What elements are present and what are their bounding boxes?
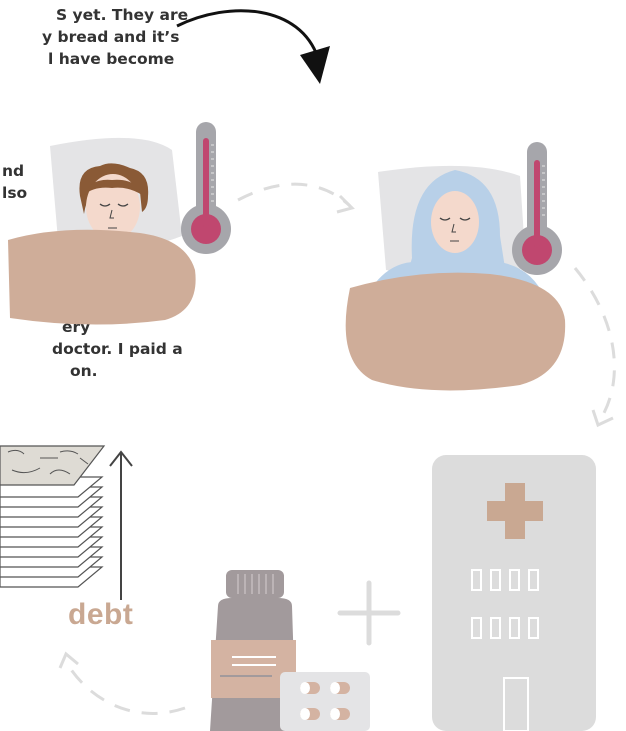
plus-icon [340, 583, 398, 643]
blanket [346, 273, 566, 391]
debt-stack-icon [0, 446, 104, 587]
debt-label: debt [68, 598, 133, 632]
dashed-cycle-arrow-icon [575, 268, 614, 420]
thermometer-icon [181, 122, 231, 254]
pill-pack-icon [280, 672, 370, 731]
up-arrow-icon [110, 452, 132, 600]
hospital-icon [432, 455, 596, 731]
curved-arrow-icon [177, 11, 330, 84]
arrowhead-icon [60, 654, 78, 668]
sick-man-illustration [8, 138, 196, 325]
arrowhead-icon [337, 196, 352, 212]
dashed-cycle-arrow-icon [238, 184, 350, 206]
blanket [8, 230, 196, 325]
arrowhead-icon [593, 410, 613, 425]
dashed-cycle-arrow-icon [68, 665, 185, 713]
face [431, 191, 479, 253]
